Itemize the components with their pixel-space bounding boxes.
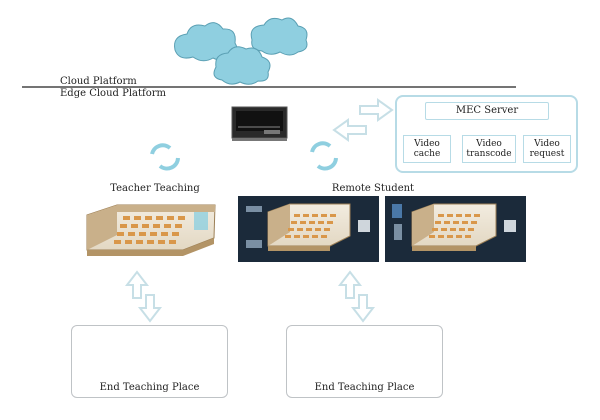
module-line2: cache (413, 149, 441, 159)
video-transcode-module: Video transcode (462, 135, 516, 163)
vertical-double-arrow-icon (124, 270, 163, 323)
edge-server-icon (231, 106, 288, 141)
cloud-platform-label: Cloud Platform (60, 76, 137, 87)
module-line2: request (529, 149, 565, 159)
remote-student-label: Remote Student (331, 183, 415, 194)
video-cache-module: Video cache (403, 135, 451, 163)
edge-platform-label: Edge Cloud Platform (60, 88, 166, 99)
end-teaching-place-label: End Teaching Place (314, 382, 415, 393)
end-teaching-place-left: End Teaching Place (71, 325, 228, 398)
module-line1: Video (534, 139, 560, 149)
mec-server-title: MEC Server (425, 102, 549, 120)
module-line1: Video (414, 139, 440, 149)
cloud-icon (174, 22, 238, 62)
end-teaching-place-right: End Teaching Place (286, 325, 443, 398)
double-arrow-icon (332, 98, 394, 142)
module-line2: transcode (466, 149, 512, 159)
vertical-double-arrow-icon (337, 270, 376, 323)
remote-classroom-image (385, 196, 526, 262)
sync-icon (310, 141, 338, 171)
module-line1: Video (476, 139, 502, 149)
remote-classroom-image (238, 196, 379, 262)
teacher-teaching-label: Teacher Teaching (110, 183, 200, 194)
teacher-classroom-image (86, 204, 216, 256)
mec-server-panel: MEC Server Video cache Video transcode V… (395, 95, 578, 173)
cloud-icon (250, 17, 308, 56)
sync-icon (150, 143, 180, 171)
cloud-icon (213, 46, 271, 85)
video-request-module: Video request (523, 135, 571, 163)
end-teaching-place-label: End Teaching Place (99, 382, 200, 393)
